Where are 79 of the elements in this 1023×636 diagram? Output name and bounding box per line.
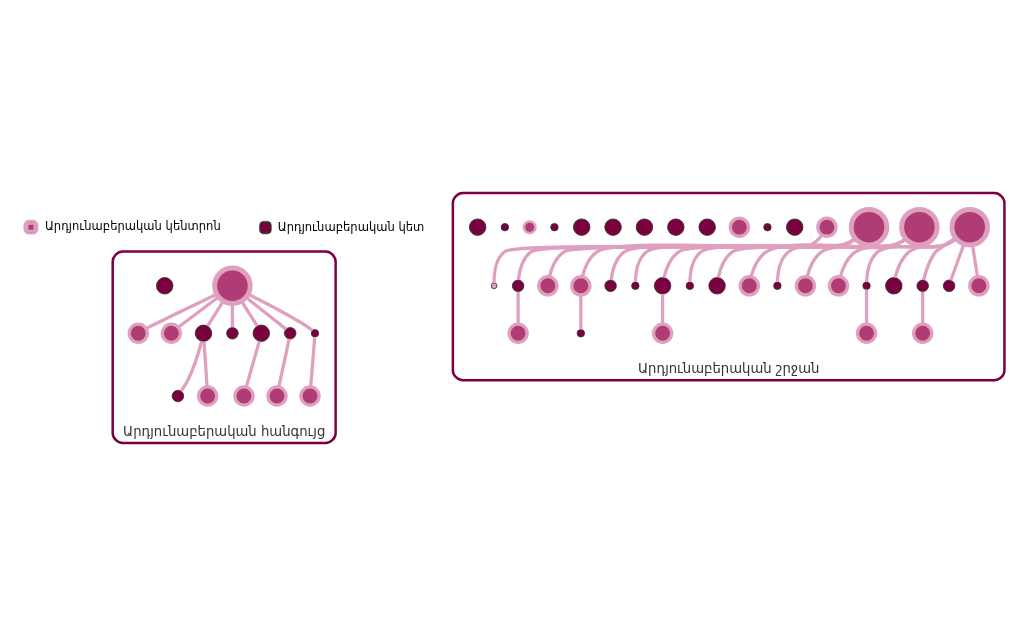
connector	[177, 295, 220, 329]
connector	[921, 291, 925, 325]
node-circle	[550, 223, 559, 232]
connector	[206, 300, 225, 327]
node-circle	[942, 279, 956, 292]
node-circle	[490, 282, 498, 290]
node-circle	[911, 322, 934, 344]
node-circle	[698, 218, 716, 236]
connector	[245, 296, 287, 331]
node-circle	[848, 206, 890, 248]
node-circle	[786, 218, 804, 236]
node-circle	[635, 218, 654, 236]
node-circle	[266, 385, 288, 407]
node-circle	[507, 322, 529, 344]
connector	[660, 294, 665, 325]
connector	[277, 338, 291, 388]
node-circle	[916, 279, 929, 292]
connector	[970, 244, 980, 277]
node-circle	[968, 275, 990, 297]
node-circle	[899, 206, 940, 248]
connector	[864, 289, 869, 324]
connector	[492, 234, 824, 283]
node-circle	[827, 275, 850, 297]
node-circle	[468, 218, 487, 236]
node-circle	[160, 322, 183, 344]
connector	[247, 292, 314, 332]
node-circle	[233, 385, 255, 407]
connector	[949, 243, 966, 281]
node-circle	[816, 216, 838, 238]
node-circle	[651, 322, 674, 344]
node-circle	[708, 277, 726, 295]
node-circle	[196, 385, 219, 407]
node-circle	[537, 275, 559, 297]
connector	[244, 340, 261, 388]
node-circle	[728, 216, 751, 238]
connector	[179, 341, 204, 392]
legend-label: Արդյունաբերական կետ	[277, 219, 425, 234]
node-circle	[226, 327, 239, 340]
node-circle	[855, 322, 878, 344]
node-circle	[653, 277, 672, 295]
node-circle	[570, 275, 592, 297]
node-circle	[212, 265, 253, 307]
node-circle	[885, 277, 903, 295]
connector	[579, 295, 583, 330]
node-circle	[738, 275, 761, 297]
connector	[309, 336, 317, 388]
node-circle	[794, 275, 817, 297]
node-circle	[127, 322, 149, 344]
cluster: Արդյունաբերական հանգույց	[111, 250, 337, 445]
connector	[145, 292, 218, 330]
node-circle	[156, 277, 174, 295]
node-circle	[685, 281, 694, 290]
node-circle	[773, 281, 782, 290]
node-circle	[252, 324, 270, 342]
node-circle	[576, 329, 585, 338]
connector	[864, 237, 958, 283]
node-circle	[631, 281, 640, 290]
node-circle	[500, 223, 510, 232]
node-circle	[194, 324, 213, 342]
node-circle	[667, 218, 685, 236]
node-circle	[522, 220, 537, 235]
legend-label: Արդյունաբերական կենտրոն	[44, 219, 221, 234]
node-circle	[171, 389, 185, 403]
cluster: Արդյունաբերական շրջան	[451, 191, 1006, 382]
node-circle	[299, 385, 321, 407]
node-circle	[284, 327, 297, 340]
node-circle	[511, 279, 525, 292]
connector	[516, 291, 520, 325]
node-circle	[763, 223, 772, 232]
connector	[240, 300, 259, 327]
node-circle	[604, 279, 617, 292]
node-circle	[949, 206, 990, 248]
node-circle	[604, 218, 622, 236]
connector	[202, 341, 209, 387]
node-circle	[862, 281, 871, 290]
connector	[516, 237, 857, 281]
connector	[230, 303, 235, 328]
node-circle	[573, 218, 591, 236]
node-circle	[310, 329, 320, 338]
